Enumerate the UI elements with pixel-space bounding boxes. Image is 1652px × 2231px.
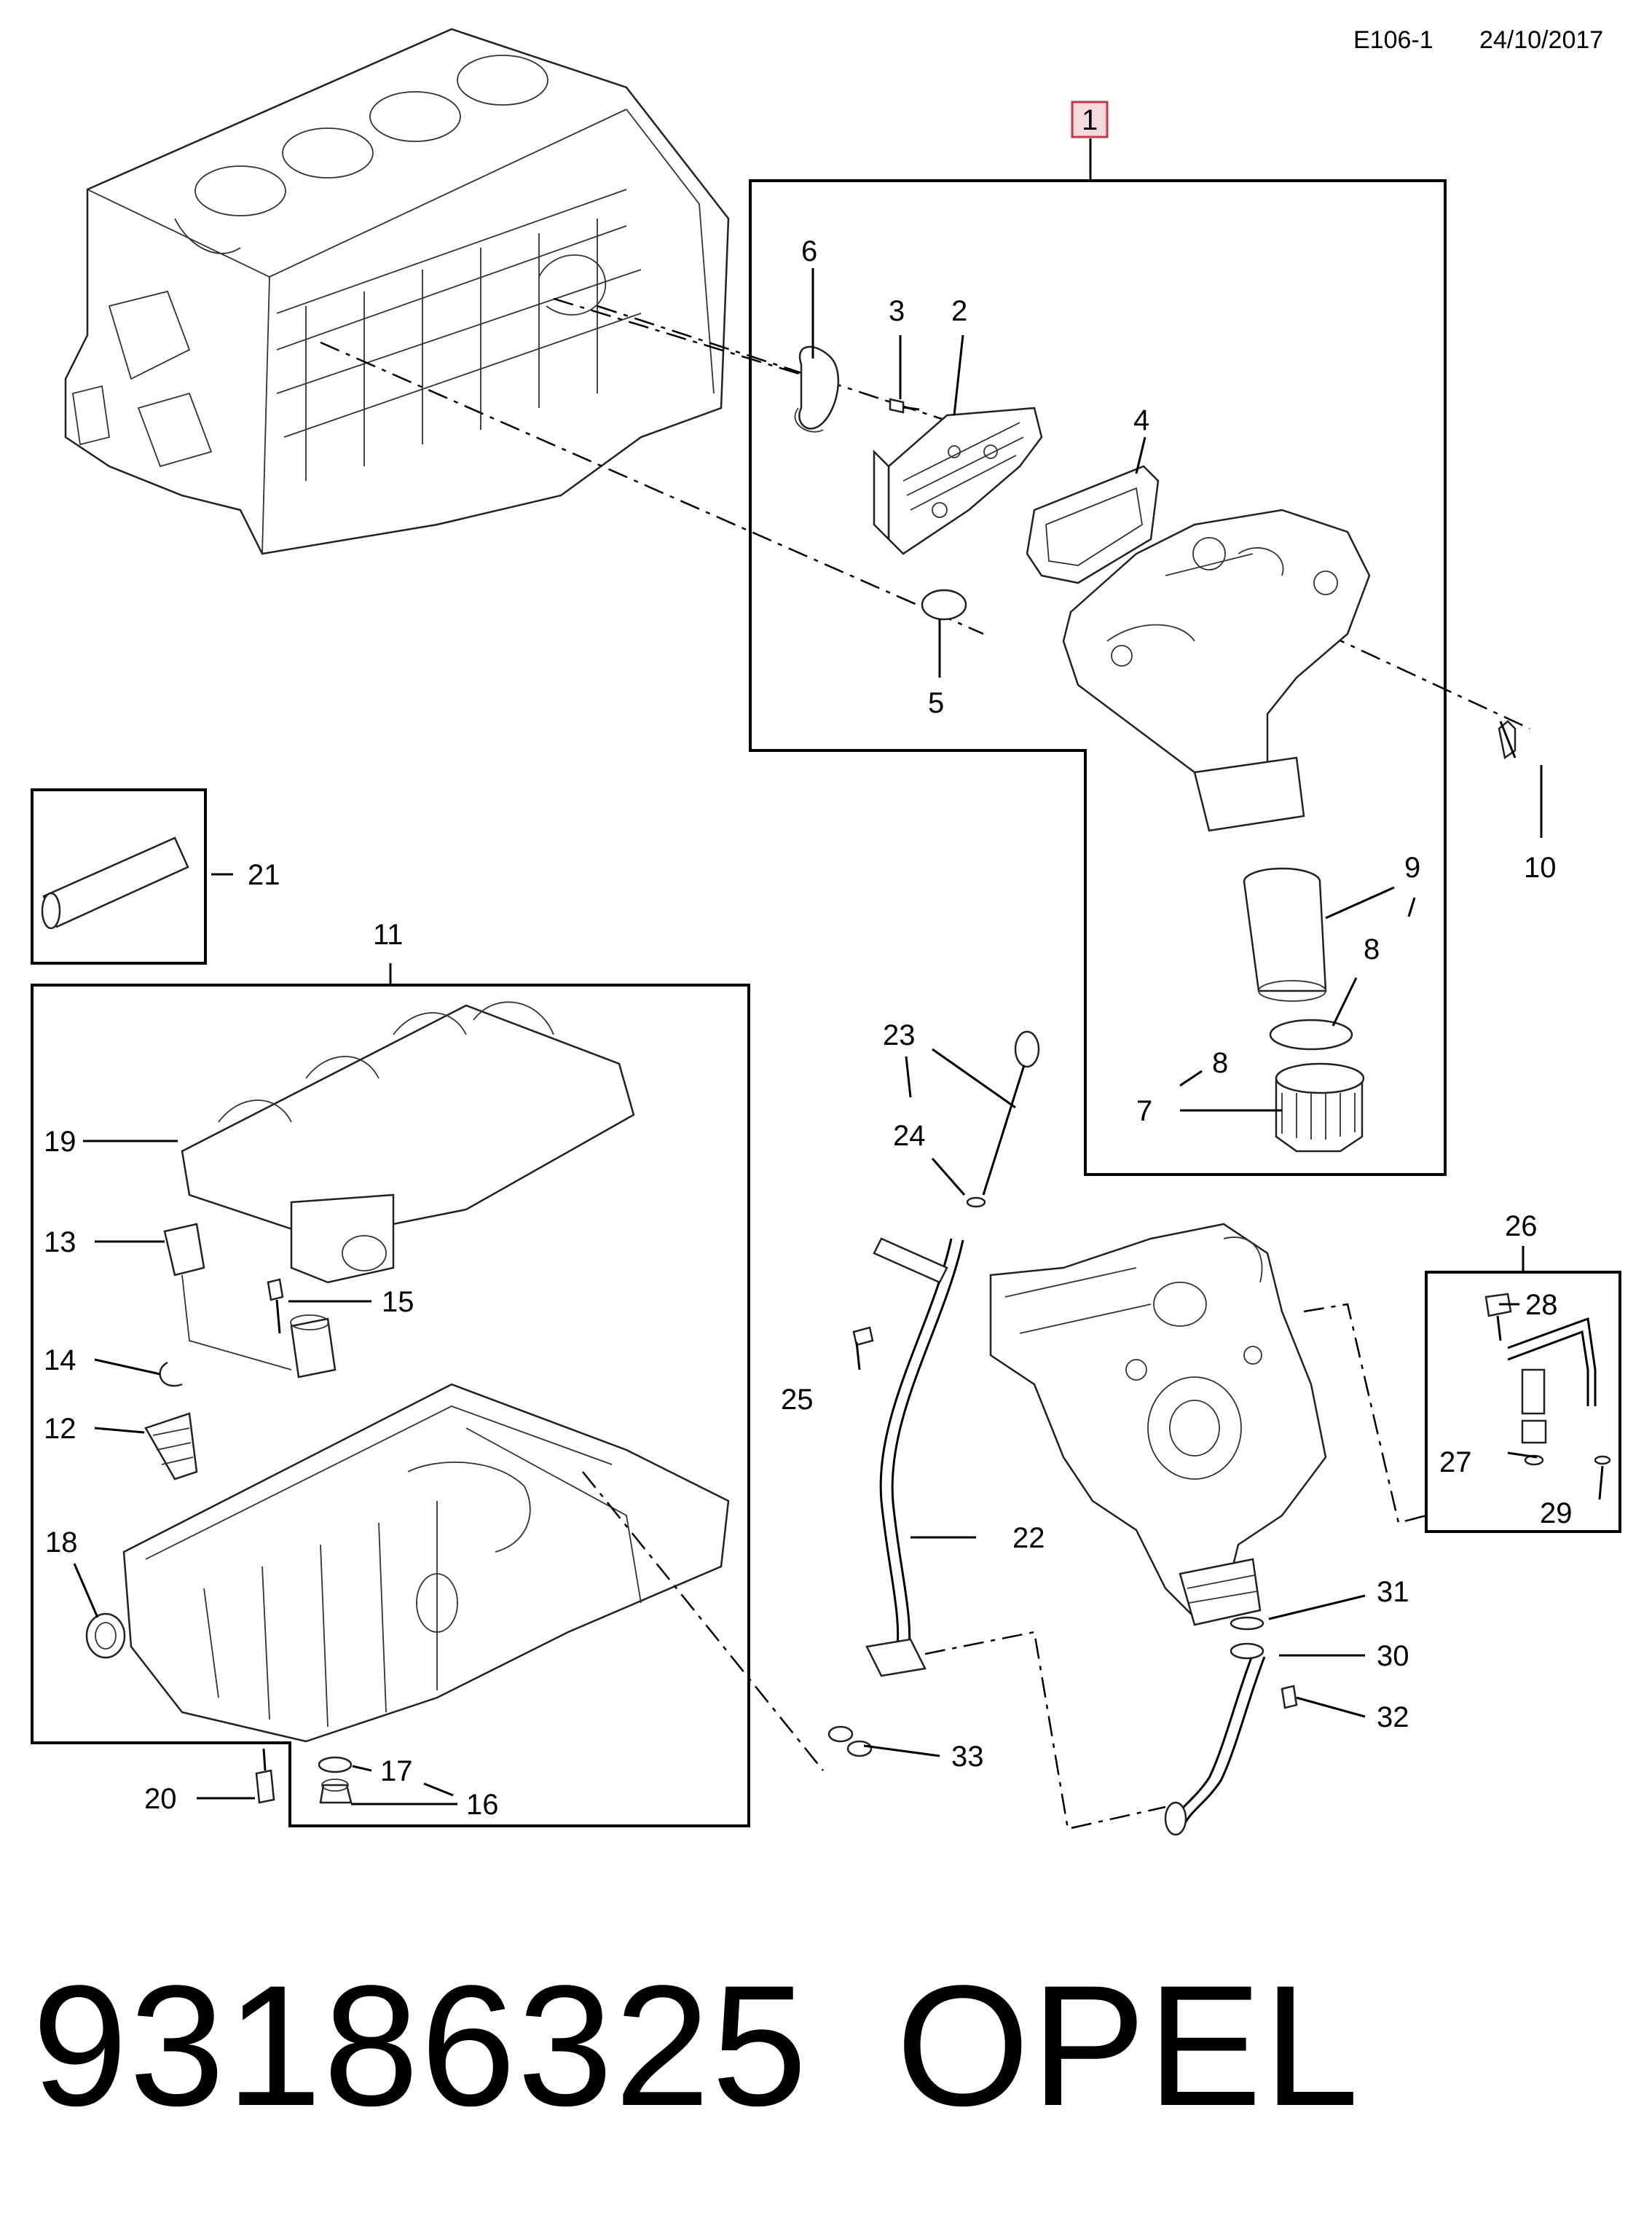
part-16-drain-plug[interactable]: [319, 1779, 353, 1804]
part-32-bolt[interactable]: [1281, 1685, 1298, 1709]
callout-18: 18: [45, 1526, 78, 1558]
part-22-dipstick-tube[interactable]: [865, 1237, 964, 1677]
callout-25: 25: [781, 1384, 814, 1416]
callout-5: 5: [928, 687, 944, 719]
callout-19: 19: [44, 1126, 76, 1158]
part-3-bolt[interactable]: [889, 398, 920, 414]
part-33-o-rings[interactable]: [827, 1725, 873, 1757]
callout-8a: 8: [1364, 933, 1380, 965]
callout-27: 27: [1439, 1446, 1472, 1478]
oil-cooler-group-frame: [749, 179, 1447, 1176]
pin-box-frame: [31, 788, 207, 965]
part-number: 93186325: [32, 1950, 809, 2142]
turbocharger: [989, 1223, 1327, 1626]
part-12-strainer[interactable]: [144, 1412, 198, 1481]
callout-16: 16: [466, 1789, 499, 1821]
callout-31: 31: [1377, 1576, 1409, 1608]
part-1-highlight[interactable]: [1071, 101, 1109, 138]
part-31-washer[interactable]: [1230, 1616, 1264, 1631]
callout-labels: 1 6 3 2 4 5 10 9 8 8 7 21 11 19 13 15 14…: [44, 104, 1573, 1821]
part-13-oil-level-sensor[interactable]: [163, 1223, 292, 1371]
part-10-bolt[interactable]: [1498, 720, 1517, 760]
oil-pan: [122, 1383, 730, 1743]
part-8-seal[interactable]: [1269, 1019, 1353, 1051]
part-20-bolt[interactable]: [255, 1748, 275, 1804]
callout-3: 3: [889, 295, 905, 327]
part-21-pin[interactable]: [41, 836, 189, 930]
engine-block: [64, 28, 730, 555]
part-5-o-ring[interactable]: [921, 589, 967, 621]
brand-name: OPEL: [896, 1950, 1361, 2142]
callout-2: 2: [951, 295, 967, 327]
callout-9: 9: [1404, 852, 1420, 884]
callout-17: 17: [380, 1755, 413, 1787]
callout-24: 24: [893, 1120, 926, 1152]
callout-33: 33: [951, 1741, 984, 1773]
callout-21: 21: [248, 859, 280, 891]
callout-32: 32: [1377, 1701, 1409, 1733]
part-30-oil-feed-pipe[interactable]: [1164, 1642, 1266, 1836]
oil-filter-housing: [1062, 509, 1371, 832]
part-6-o-ring[interactable]: [794, 345, 840, 433]
callout-11: 11: [373, 919, 404, 951]
part-4-gasket[interactable]: [1026, 465, 1160, 584]
callout-14: 14: [44, 1344, 76, 1376]
turbo-oil-return-line: [1507, 1317, 1597, 1444]
part-7-filter-cap[interactable]: [1275, 1062, 1365, 1153]
diagram-date: 24/10/2017: [1479, 26, 1604, 54]
callout-20: 20: [144, 1783, 177, 1815]
part-23-dipstick[interactable]: [982, 1030, 1040, 1196]
callout-7: 7: [1136, 1095, 1152, 1127]
callout-28: 28: [1525, 1289, 1558, 1321]
oil-pump-pickup: [290, 1314, 337, 1379]
callout-26: 26: [1505, 1210, 1538, 1242]
oil-pan-group-frame: [31, 984, 750, 1827]
part-29-washer[interactable]: [1594, 1455, 1611, 1465]
part-19-windage-tray[interactable]: [181, 1001, 635, 1284]
callout-22: 22: [1012, 1522, 1045, 1554]
callout-15: 15: [382, 1286, 414, 1318]
callout-29: 29: [1540, 1497, 1573, 1529]
callout-30: 30: [1377, 1640, 1409, 1672]
part-15-bolt[interactable]: [267, 1278, 284, 1334]
part-18-seal[interactable]: [85, 1612, 126, 1659]
diagram-code: E106-1: [1353, 26, 1433, 54]
part-2-oil-cooler[interactable]: [873, 407, 1043, 555]
callout-13: 13: [44, 1226, 76, 1258]
callout-6: 6: [801, 235, 817, 267]
part-24-o-ring[interactable]: [966, 1196, 986, 1208]
callout-12: 12: [44, 1413, 76, 1445]
callout-4: 4: [1133, 404, 1149, 436]
part-17-washer[interactable]: [318, 1756, 353, 1773]
callout-23: 23: [883, 1019, 916, 1051]
part-9-filter-element[interactable]: [1243, 867, 1327, 1002]
callout-10: 10: [1524, 852, 1557, 884]
part-25-bolt[interactable]: [852, 1326, 874, 1346]
callout-8b: 8: [1212, 1047, 1228, 1079]
part-14-clip[interactable]: [159, 1361, 183, 1387]
part-28-banjo-bolt[interactable]: [1484, 1293, 1512, 1341]
callout-1: 1: [1082, 104, 1098, 136]
leader-lines: [73, 268, 1604, 1805]
